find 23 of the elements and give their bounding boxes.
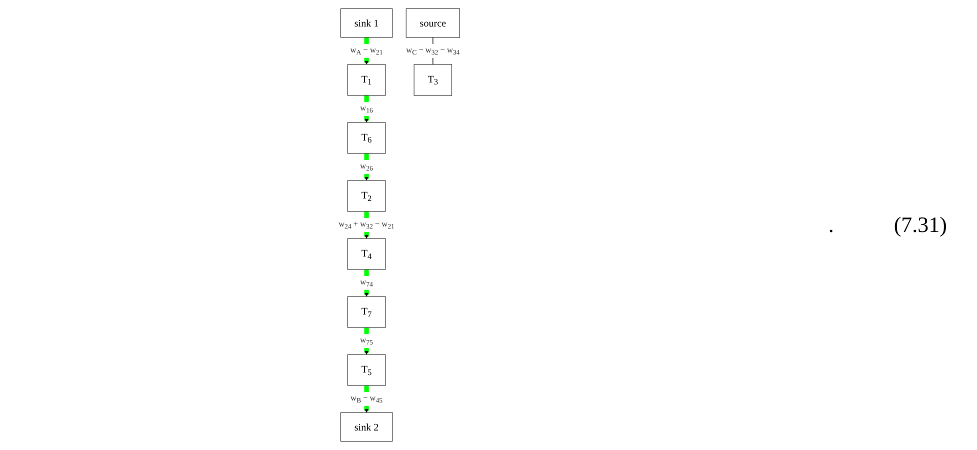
node-box: T$_{1}$ [347,64,386,96]
node-box: sink 1 [340,8,393,38]
edge-label: w$_{75}$ [360,335,373,347]
equation-label: . [828,212,834,237]
node-box: source [406,8,460,38]
edge-label: w$_{16}$ [360,103,373,114]
node-box: T$_{4}$ [347,238,386,270]
node-box: T$_{6}$ [347,122,386,154]
node-box: T$_{7}$ [347,296,386,328]
node-box: T$_{3}$ [414,64,452,96]
node-box: sink 2 [340,412,393,442]
arrow [364,328,369,355]
node-box: T$_{2}$ [347,180,386,212]
node-box: T$_{5}$ [347,354,386,386]
edge-label: w$_{B}$ − w$_{45}$ [350,393,383,405]
edge-label: w$_{C}$ − w$_{32}$ − w$_{34}$ [406,45,460,56]
equation-label: (7.31) [894,212,947,237]
edge-label: w$_{A}$ − w$_{21}$ [350,45,383,56]
edge-label: w$_{26}$ [360,161,373,172]
arrow [364,95,369,123]
arrow [364,269,369,297]
edge-label: w$_{74}$ [360,277,373,289]
edge-label: w$_{24}$ + w$_{32}$ − w$_{21}$ [338,219,394,231]
